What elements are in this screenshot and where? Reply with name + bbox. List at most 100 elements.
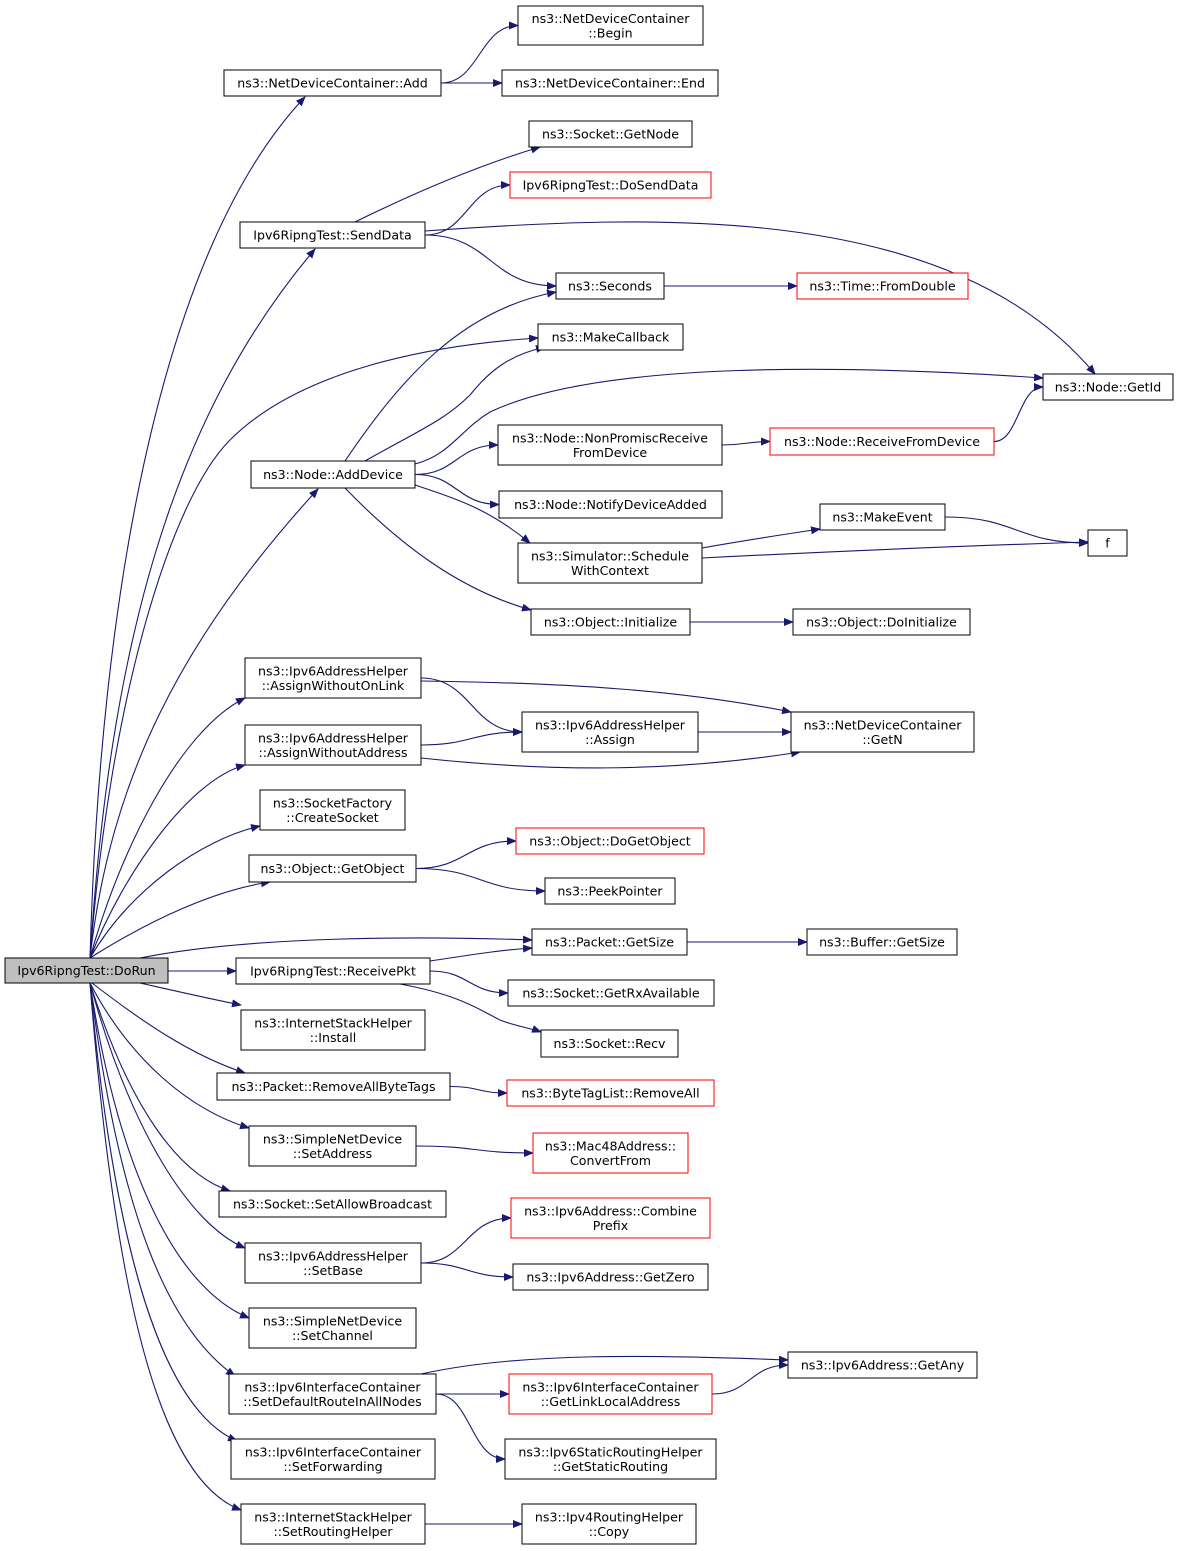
node-label: ns3::Object::GetObject <box>260 861 404 876</box>
node-label: ::SetDefaultRouteInAllNodes <box>243 1394 421 1409</box>
graph-node[interactable]: ns3::Ipv6AddressHelper::AssignWithoutAdd… <box>244 724 422 766</box>
graph-node[interactable]: ns3::NetDeviceContainer::Begin <box>517 5 704 46</box>
node-label: ns3::Ipv6StaticRoutingHelper <box>518 1444 703 1459</box>
node-label: ::GetLinkLocalAddress <box>541 1394 681 1409</box>
edge-n34-to-n35 <box>449 1085 508 1097</box>
node-box <box>790 711 975 753</box>
graph-node[interactable]: ns3::InternetStackHelper::SetRoutingHelp… <box>240 1503 426 1545</box>
graph-node[interactable]: ns3::Node::NotifyDeviceAdded <box>498 490 723 519</box>
graph-node[interactable]: ns3::MakeEvent <box>819 503 946 531</box>
node-label: ns3::Packet::RemoveAllByteTags <box>231 1079 435 1094</box>
node-box <box>504 1438 717 1480</box>
edge-n44-to-n47 <box>435 1393 506 1463</box>
graph-node[interactable]: ns3::ByteTagList::RemoveAll <box>506 1079 715 1107</box>
node-label: ::GetN <box>862 732 902 747</box>
graph-node[interactable]: ns3::Object::DoInitialize <box>792 608 971 636</box>
graph-node[interactable]: ns3::Node::ReceiveFromDevice <box>769 427 995 456</box>
graph-node[interactable]: ns3::Socket::GetRxAvailable <box>507 979 715 1007</box>
graph-node[interactable]: ns3::Object::GetObject <box>248 854 417 883</box>
graph-node[interactable]: ns3::Packet::GetSize <box>531 928 688 956</box>
graph-node[interactable]: ns3::NetDeviceContainer::Add <box>223 69 442 97</box>
node-label: ns3::Buffer::GetSize <box>819 935 945 950</box>
graph-node[interactable]: ns3::NetDeviceContainer::GetN <box>790 711 975 753</box>
edge-n40-to-n41 <box>420 1262 514 1281</box>
graph-node[interactable]: ns3::SimpleNetDevice::SetChannel <box>248 1307 417 1349</box>
graph-node[interactable]: ns3::Ipv6Address::GetAny <box>787 1351 978 1379</box>
node-label: ::SetRoutingHelper <box>273 1524 393 1539</box>
node-box <box>512 1263 709 1291</box>
edge-n0-to-n42 <box>89 982 250 1319</box>
graph-node[interactable]: ns3::Buffer::GetSize <box>806 928 958 956</box>
graph-node[interactable]: ns3::Ipv6StaticRoutingHelper::GetStaticR… <box>504 1438 717 1480</box>
graph-node[interactable]: ns3::SimpleNetDevice::SetAddress <box>248 1125 417 1167</box>
edge-n6-to-n10 <box>424 221 1096 375</box>
graph-node[interactable]: ns3::Node::GetId <box>1042 373 1174 401</box>
node-label: ns3::Node::NotifyDeviceAdded <box>514 497 707 512</box>
edge-n13-to-n10 <box>414 368 1044 465</box>
graph-node[interactable]: ns3::NetDeviceContainer::End <box>501 69 719 97</box>
edge-n13-to-n11 <box>414 441 499 476</box>
graph-node[interactable]: ns3::SocketFactory::CreateSocket <box>259 789 406 831</box>
graph-node[interactable]: ns3::Ipv6InterfaceContainer::SetDefaultR… <box>228 1373 437 1415</box>
node-box <box>498 490 723 519</box>
root-node: Ipv6RipngTest::DoRun <box>4 957 169 984</box>
graph-node[interactable]: ns3::PeekPointer <box>544 877 676 905</box>
node-box <box>4 957 169 984</box>
node-label: ns3::Ipv6Address::GetZero <box>526 1270 695 1285</box>
node-label: Ipv6RipngTest::DoRun <box>17 963 155 978</box>
graph-node[interactable]: ns3::Ipv6AddressHelper::SetBase <box>244 1242 422 1284</box>
node-box <box>244 1242 422 1284</box>
node-box <box>250 460 416 489</box>
node-box <box>769 427 995 456</box>
node-box <box>540 1029 679 1058</box>
graph-node[interactable]: ns3::Seconds <box>555 272 665 300</box>
edge-n0-to-n26 <box>89 879 271 959</box>
node-label: Prefix <box>593 1218 629 1233</box>
node-label: ::AssignWithoutAddress <box>258 745 407 760</box>
graph-node[interactable]: ns3::Socket::SetAllowBroadcast <box>218 1190 447 1218</box>
node-box <box>240 1503 426 1545</box>
graph-node[interactable]: ns3::Ipv6AddressHelper::Assign <box>521 711 699 753</box>
graph-node[interactable]: f <box>1087 529 1128 557</box>
graph-node[interactable]: ns3::MakeCallback <box>537 323 684 351</box>
graph-node[interactable]: ns3::InternetStackHelper::Install <box>240 1009 426 1051</box>
node-label: ::CreateSocket <box>286 810 379 825</box>
node-label: ns3::Socket::GetRxAvailable <box>522 986 700 1001</box>
graph-node[interactable]: ns3::Node::AddDevice <box>250 460 416 489</box>
graph-node[interactable]: ns3::Ipv4RoutingHelper::Copy <box>521 1503 697 1545</box>
edge-n6-to-n5 <box>424 181 511 236</box>
graph-node[interactable]: Ipv6RipngTest::ReceivePkt <box>235 957 431 985</box>
node-box <box>517 542 703 584</box>
graph-node[interactable]: ns3::Time::FromDouble <box>796 272 969 300</box>
graph-node[interactable]: Ipv6RipngTest::DoSendData <box>509 171 712 199</box>
node-label: ns3::Ipv6AddressHelper <box>258 730 409 745</box>
graph-node[interactable]: ns3::Object::DoGetObject <box>515 827 705 855</box>
graph-node[interactable]: ns3::Ipv6InterfaceContainer::SetForwardi… <box>230 1438 436 1480</box>
edge-n0-to-n34 <box>91 982 246 1074</box>
edge-n40-to-n39 <box>420 1214 512 1264</box>
edge-n13-to-n17 <box>414 484 531 544</box>
graph-node[interactable]: ns3::Ipv6InterfaceContainer::GetLinkLoca… <box>508 1373 713 1415</box>
graph-node[interactable]: ns3::Object::Initialize <box>530 608 691 636</box>
node-box <box>508 1373 713 1415</box>
graph-node[interactable]: ns3::Packet::RemoveAllByteTags <box>216 1072 451 1101</box>
graph-node[interactable]: ns3::Mac48Address::ConvertFrom <box>532 1132 689 1174</box>
graph-node[interactable]: ns3::Ipv6Address::GetZero <box>512 1263 709 1291</box>
graph-node[interactable]: ns3::Ipv6AddressHelper::AssignWithoutOnL… <box>244 657 422 699</box>
edge-n26-to-n27 <box>415 867 546 895</box>
graph-node[interactable]: ns3::Socket::GetNode <box>528 120 693 148</box>
node-label: FromDevice <box>573 445 648 460</box>
node-box <box>244 724 422 766</box>
node-box <box>537 323 684 351</box>
edge-n23-to-n22 <box>420 749 801 769</box>
node-box <box>239 221 426 249</box>
edge-n0-to-n24 <box>89 824 261 959</box>
node-label: ns3::Ipv6InterfaceContainer <box>522 1379 699 1394</box>
graph-node[interactable]: Ipv6RipngTest::SendData <box>239 221 426 249</box>
node-label: Ipv6RipngTest::SendData <box>253 228 411 243</box>
edge-n6-to-n7 <box>424 234 557 290</box>
graph-node[interactable]: ns3::Socket::Recv <box>540 1029 679 1058</box>
